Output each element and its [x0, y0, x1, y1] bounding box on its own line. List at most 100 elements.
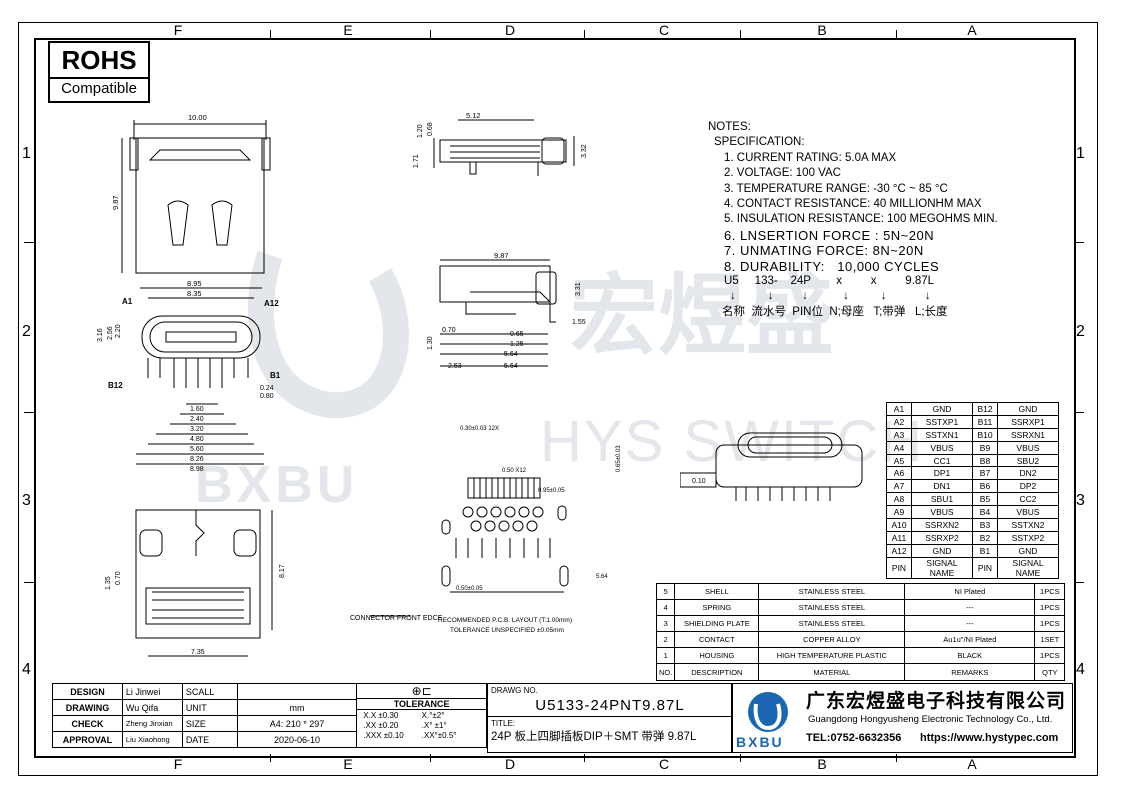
- pin-table-cell: A5: [886, 453, 912, 468]
- col-tick: [740, 754, 741, 762]
- pin-table-header-cell: PIN: [972, 556, 998, 579]
- bom-table-cell: 1PCS: [1034, 647, 1066, 665]
- pcb-tolerance: TOLERANCE UNSPECIFIED ±0.05mm: [450, 627, 564, 634]
- bom-table-header-cell: DESCRIPTION: [674, 663, 760, 681]
- bom-table-cell: COPPER ALLOY: [758, 631, 906, 649]
- tb-drawg-no-label: DRAWG NO.: [491, 686, 538, 695]
- bom-table-cell: 4: [655, 599, 676, 617]
- dim-1-60: 1.60: [190, 406, 204, 413]
- tb-tol-lin: .XX ±0.20: [363, 721, 399, 730]
- bom-table-cell: SHIELDING PLATE: [674, 615, 760, 633]
- pin-table-cell: B2: [972, 530, 998, 545]
- pin-table-cell: GND: [911, 402, 973, 416]
- tb-scall-value: [236, 683, 358, 700]
- pcb-title: RECOMMENDED P.C.B. LAYOUT (T:1.00mm): [438, 617, 572, 624]
- pcb-dim-564: 5.64: [596, 574, 608, 580]
- notes-block: NOTES: SPECIFICATION: 1. CURRENT RATING:…: [708, 120, 998, 320]
- tb-unit-value: mm: [236, 699, 358, 716]
- bom-table-cell: SHELL: [674, 582, 760, 601]
- pin-table-cell: B7: [972, 466, 998, 481]
- tb-scall-label: SCALL: [181, 683, 238, 700]
- label-connector-front-edge: CONNECTOR FRONT EDCE: [350, 615, 443, 622]
- pin-table-cell: DP1: [911, 466, 973, 481]
- dim-1-71: 1.71: [413, 154, 420, 168]
- dim-0-24: 0.24: [260, 385, 274, 392]
- projection-symbol-icon: ⊕⊏: [411, 684, 432, 698]
- col-label-top-d: D: [504, 22, 516, 38]
- col-tick: [584, 754, 585, 762]
- pin-table-cell: B4: [972, 505, 998, 520]
- dim-3-20: 3.20: [190, 426, 204, 433]
- col-label-bottom-f: F: [173, 756, 183, 772]
- pin-table-cell: A9: [886, 505, 912, 520]
- tb-design-name: Li Jinwei: [121, 683, 183, 700]
- pcb-dim-030: 0.30±0.03 12X: [460, 426, 499, 432]
- col-label-bottom-b: B: [817, 756, 827, 772]
- row-tick: [24, 412, 34, 413]
- pin-table-cell: A11: [886, 530, 912, 545]
- notes-item: 4. CONTACT RESISTANCE: 40 MILLIONHM MAX: [724, 198, 982, 211]
- col-label-top-e: E: [343, 22, 353, 38]
- bom-table-cell: 1: [655, 647, 676, 665]
- pin-table-cell: DN2: [997, 466, 1059, 481]
- pin-table-header-cell: PIN: [886, 556, 912, 579]
- company-name-en: Guangdong Hongyusheng Electronic Technol…: [808, 714, 1053, 725]
- tb-drawing-number-cell: DRAWG NO. U5133-24PNT9.87L TITLE: 24P 板上…: [487, 683, 733, 753]
- pin-table-header-cell: SIGNAL NAME: [997, 556, 1059, 579]
- rohs-subtitle: Compatible: [61, 80, 137, 97]
- col-label-top-c: C: [658, 22, 670, 38]
- pin-table-cell: B1: [972, 543, 998, 558]
- row-label-left-2: 2: [22, 323, 31, 340]
- notes-arrow-line: ↓ ↓ ↓ ↓ ↓ ↓: [730, 290, 931, 303]
- dim-5-60: 5.60: [190, 446, 204, 453]
- bom-table-cell: 1PCS: [1034, 599, 1066, 617]
- flatness-tolerance: 0.10: [692, 478, 706, 485]
- notes-item: 5. INSULATION RESISTANCE: 100 MEGOHMS MI…: [724, 213, 998, 226]
- tb-tol-ang: .XX°±0.5°: [421, 731, 457, 740]
- dim-8-95: 8.95: [187, 279, 202, 288]
- col-tick: [896, 30, 897, 38]
- col-tick: [584, 30, 585, 38]
- row-label-left-1: 1: [22, 145, 31, 162]
- pin-table-cell: SSRXN2: [911, 518, 973, 532]
- bom-table-cell: STAINLESS STEEL: [758, 582, 906, 601]
- dim-5-12: 5.12: [466, 111, 481, 120]
- notes-item: 1. CURRENT RATING: 5.0A MAX: [724, 151, 897, 164]
- row-label-right-3: 3: [1076, 492, 1085, 509]
- bom-table-cell: STAINLESS STEEL: [758, 599, 906, 617]
- col-label-top-b: B: [817, 22, 827, 38]
- tb-title-label: TITLE:: [488, 716, 732, 728]
- pin-table-cell: B5: [972, 492, 998, 507]
- pcb-dim-065: 0.65±0.03: [616, 445, 622, 472]
- pcb-layout-drawing: 0.30±0.03 12X 0.50 X12 0.95±0.05 0.65±0.…: [350, 426, 622, 634]
- tb-approval-label: APPROVAL: [52, 731, 123, 748]
- row-label-right-1: 1: [1076, 145, 1085, 162]
- front-view-drawing: 8.95 8.35 A1 A12 B12 B1 3.16 2.56 2.20 0…: [97, 279, 281, 473]
- front-perspective-drawing: 0.10: [680, 432, 863, 501]
- pin-table-cell: CC2: [997, 492, 1059, 507]
- row-tick: [24, 582, 34, 583]
- tb-tol-ang: .X° ±1°: [421, 721, 447, 730]
- row-tick: [1074, 242, 1084, 243]
- pin-table-cell: DN1: [911, 479, 973, 494]
- dim-3-16: 3.16: [97, 328, 104, 342]
- dim-8-98: 8.98: [190, 466, 204, 473]
- top-view-drawing: 10.00 9.87: [111, 113, 271, 274]
- col-tick: [270, 30, 271, 38]
- pin-table-cell: GND: [997, 543, 1059, 558]
- tb-unit-label: UNIT: [181, 699, 238, 716]
- pin-table-cell: SSTXP1: [911, 414, 973, 429]
- dim-4-80: 4.80: [190, 436, 204, 443]
- bom-table-cell: HOUSING: [674, 647, 760, 665]
- dim-0-65: 0.65: [510, 331, 524, 338]
- dim-1-30: 1.30: [427, 336, 434, 350]
- dim-9-87-v: 9.87: [111, 195, 120, 210]
